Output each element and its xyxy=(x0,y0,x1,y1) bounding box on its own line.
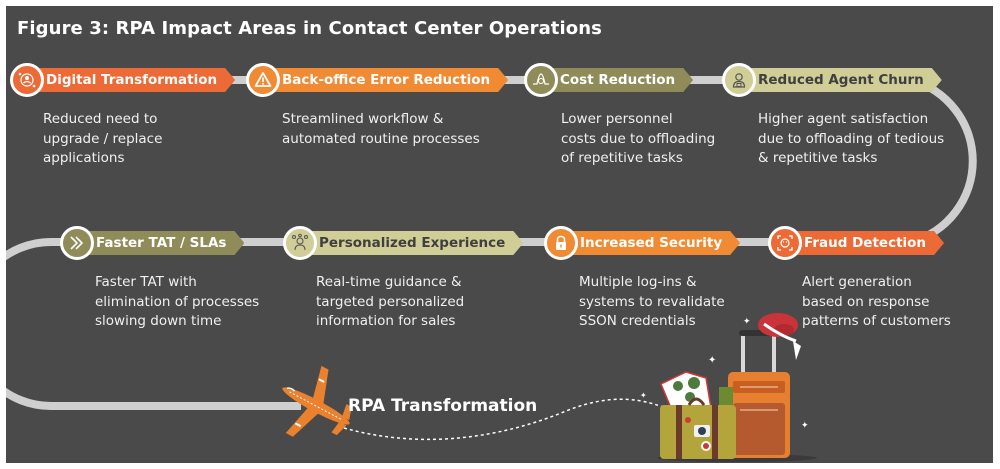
warning-icon xyxy=(246,63,280,97)
network-user-icon xyxy=(10,63,44,97)
step-title: Faster TAT / SLAs xyxy=(80,231,244,255)
step-description: Higher agent satisfaction due to offload… xyxy=(758,111,945,166)
lock-icon xyxy=(544,226,578,260)
step-description: Lower personnel costs due to offloading … xyxy=(561,111,716,166)
face-scan-icon xyxy=(768,226,802,260)
airplane-icon xyxy=(282,365,352,437)
fast-forward-icon xyxy=(60,226,94,260)
step-description: Streamlined workflow & automated routine… xyxy=(282,111,480,147)
track-line xyxy=(6,76,977,410)
step-description: Faster TAT with elimination of processes… xyxy=(95,274,260,329)
group-users-icon xyxy=(283,226,317,260)
cost-person-icon xyxy=(524,63,558,97)
step-title: Reduced Agent Churn xyxy=(742,68,942,92)
step-title: Cost Reduction xyxy=(544,68,693,92)
sparkle-icon: ✦ xyxy=(708,355,716,366)
sparkle-icon: ✦ xyxy=(640,391,647,400)
figure-title: Figure 3: RPA Impact Areas in Contact Ce… xyxy=(17,18,602,39)
step-title: Back-office Error Reduction xyxy=(266,68,508,92)
step-description: Real-time guidance & targeted personaliz… xyxy=(316,274,465,329)
process-track: ✦ ✦ ✦ ✦ xyxy=(6,76,977,462)
step-title: Personalized Experience xyxy=(303,231,523,255)
rpa-transformation-label: RPA Transformation xyxy=(348,396,538,416)
luggage-illustration: ✦ ✦ ✦ ✦ xyxy=(640,313,817,462)
sparkle-icon: ✦ xyxy=(801,421,809,431)
step-description: Multiple log-ins & systems to revalidate… xyxy=(579,274,725,329)
agent-icon xyxy=(722,63,756,97)
infographic-panel: Figure 3: RPA Impact Areas in Contact Ce… xyxy=(6,6,993,463)
flight-path xyxy=(343,398,667,441)
step-description: Alert generation based on response patte… xyxy=(802,274,951,329)
sparkle-icon: ✦ xyxy=(743,317,751,327)
step-title: Increased Security xyxy=(564,231,740,255)
step-description: Reduced need to upgrade / replace applic… xyxy=(43,111,163,166)
step-title: Fraud Detection xyxy=(788,231,944,255)
step-title: Digital Transformation xyxy=(30,68,235,92)
